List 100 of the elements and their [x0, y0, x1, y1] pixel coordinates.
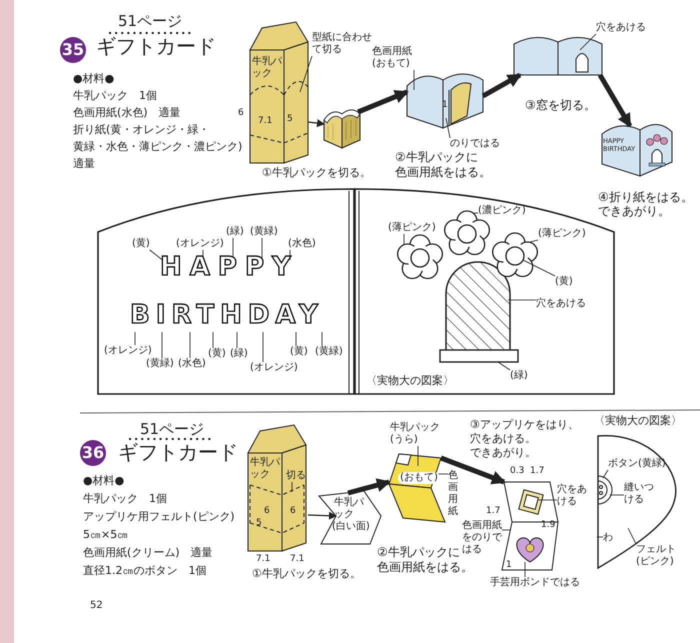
step-caption: ②牛乳パックに	[377, 545, 460, 560]
carton-label: 牛乳パック	[252, 56, 284, 80]
leader-line	[530, 240, 538, 242]
callout-text: (オレンジ)	[176, 238, 224, 250]
materials-item: 折り紙(黄・オレンジ・緑・	[73, 123, 210, 136]
dimension-label: 1	[506, 560, 512, 571]
callout-text: (黄)	[132, 238, 150, 250]
callout-text: 色画用紙をのりではる	[462, 520, 502, 556]
callout-text: 穴をあける	[557, 484, 589, 508]
callout-text: (黄緑)	[146, 358, 174, 370]
materials-item: 適量	[73, 157, 95, 170]
pattern-heading: 〈実物大の図案〉	[594, 414, 682, 428]
materials-item: 5㎝×5㎝	[83, 528, 128, 542]
section-number: 36	[80, 440, 106, 466]
leader-line	[498, 362, 510, 370]
callout-text: 色画用紙(おもて)	[372, 46, 424, 70]
callout-text: 縫いつける	[624, 482, 656, 506]
callout-text: 色画用紙	[448, 470, 459, 518]
callout-text: (黄)	[290, 346, 308, 358]
callout-text: (オレンジ)	[104, 345, 152, 357]
materials-heading: ●材料●	[73, 72, 114, 86]
arrow	[440, 456, 506, 484]
callout-text: フェルト(ピンク)	[636, 544, 680, 568]
materials-item: 直径1.2㎝のボタン 1個	[83, 564, 206, 578]
dimension-label: 7.1	[258, 116, 272, 127]
dimension-label: 7.1	[256, 554, 270, 565]
callout-text: (黄)	[208, 348, 226, 360]
step-caption: 色画用紙をはる。	[395, 165, 491, 180]
leader-line	[134, 332, 136, 346]
leader-line	[602, 470, 608, 478]
leader-line	[474, 212, 478, 214]
dimension-label: 0.3	[510, 466, 524, 477]
leader-line	[300, 56, 312, 92]
materials-item: 色画用紙(クリーム) 適量	[83, 546, 213, 560]
dimension-label: 6	[264, 506, 270, 517]
callout-text: (薄ピンク)	[538, 228, 586, 240]
carton-label: 牛乳パック	[250, 457, 282, 481]
leader-line	[522, 260, 556, 276]
materials-item: アップリケ用フェルト(ピンク)	[83, 510, 235, 524]
callout-text: (緑)	[510, 370, 528, 382]
callout-text: (オレンジ)	[250, 362, 298, 374]
callout-text: (濃ピンク)	[478, 205, 526, 217]
leader-line	[236, 332, 238, 348]
callout-text: (緑)	[230, 348, 248, 360]
section-title: ギフトカード	[118, 440, 238, 464]
callout-text: 手芸用ボンドではる	[490, 577, 580, 589]
callout-text: わ	[603, 532, 613, 544]
side-label: (おもて)	[398, 472, 440, 484]
callout-text: (水色)	[178, 358, 206, 370]
callout-text: (黄緑)	[250, 226, 278, 238]
dimension-label: 5	[256, 518, 262, 529]
dimension-label: 1.7	[486, 506, 500, 517]
step-caption: 色画用紙をはる。	[377, 560, 473, 574]
callout-text: (薄ピンク)	[388, 222, 436, 234]
step-caption: できあがり。	[470, 446, 537, 460]
callout-text: (水色)	[288, 238, 316, 250]
leader-line	[610, 494, 624, 496]
leader-line	[580, 34, 596, 50]
arrow	[308, 119, 325, 128]
page-reference: 51ページ	[118, 12, 182, 30]
step-caption: ①牛乳パックを切る。	[262, 166, 372, 180]
materials-item: 色画用紙(水色) 適量	[73, 106, 181, 120]
outlined-letters: HAPPY	[160, 254, 299, 280]
outlined-letters: BIRTHDAY	[130, 302, 324, 328]
dimension-label: 5	[287, 114, 293, 125]
arrow	[482, 72, 522, 98]
materials-item: 牛乳パック 1個	[83, 492, 167, 506]
leader-line	[212, 332, 214, 348]
leader-line	[262, 332, 264, 362]
callout-text: 穴をあける	[596, 22, 646, 34]
pattern-heading: 〈実物大の図案〉	[366, 374, 454, 388]
step-caption: ①牛乳パックを切る。	[252, 567, 362, 580]
callout-text: 切る	[286, 470, 306, 482]
carton-label: 牛乳パック	[334, 497, 366, 521]
page-number: 52	[90, 600, 103, 612]
dimension-label: 6	[290, 506, 296, 517]
step-caption: ④折り紙をはる。できあがり。	[598, 190, 694, 219]
callout-text: (黄緑)	[315, 346, 343, 358]
step-caption: ②牛乳パックに	[395, 150, 478, 164]
step-caption: 穴をあける。	[470, 432, 537, 446]
dimension-label: 6	[238, 108, 244, 119]
side-label: (白い面)	[332, 521, 371, 533]
callout-text: 牛乳パック(うら)	[390, 422, 442, 446]
dimension-label: 7.1	[290, 554, 304, 565]
arrow	[598, 74, 632, 128]
section-number: 35	[60, 37, 86, 63]
callout-text: (黄)	[555, 276, 573, 288]
materials-item: 黄緑・水色・薄ピンク・濃ピンク)	[73, 140, 242, 154]
leader-line	[596, 536, 604, 538]
step-caption: ③窓を切る。	[525, 98, 597, 112]
arrow	[347, 478, 391, 496]
leader-line	[628, 528, 636, 544]
step-caption: ③アップリケをはり、	[470, 418, 580, 432]
leader-line	[524, 562, 526, 578]
callout-text: のりではる	[450, 138, 500, 150]
materials-heading: ●材料●	[83, 474, 124, 488]
page-reference: 51ページ	[140, 420, 204, 438]
arrow	[357, 90, 409, 114]
callout-text: 型紙に合わせて切る	[312, 32, 374, 56]
leader-line	[446, 118, 450, 138]
